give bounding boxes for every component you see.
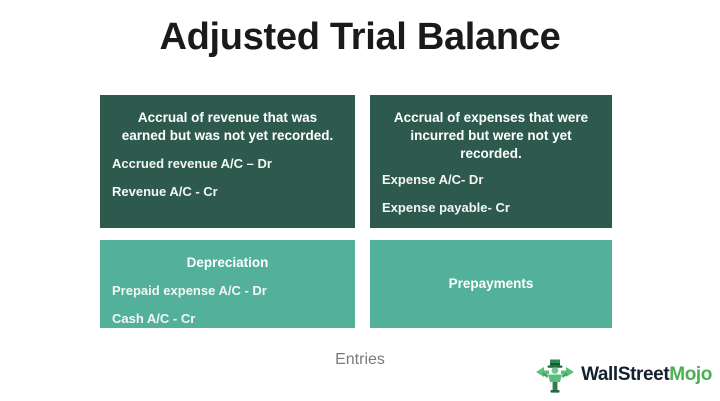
entry-card-heading: Accrual of revenue that was earned but w… — [121, 110, 334, 143]
entry-card-body: Accrual of revenue that was earned but w… — [100, 95, 355, 228]
wallstreetmojo-mascot-icon — [536, 359, 575, 393]
logo-text-secondary: Mojo — [669, 364, 712, 385]
entry-card-heading: Accrual of expenses that were incurred b… — [393, 110, 589, 161]
entry-card-heading: Prepayments — [448, 276, 534, 291]
entry-card-body: Prepayments — [370, 240, 612, 328]
page-title: Adjusted Trial Balance — [159, 16, 561, 58]
diagram-caption: Entries — [335, 351, 385, 368]
entry-card-body: Depreciation Prepaid expense A/C - Dr Ca… — [100, 240, 355, 328]
entry-card-line: Expense payable- Cr — [382, 200, 510, 215]
logo-text-primary: WallStreet — [581, 364, 670, 385]
entry-card-line: Accrued revenue A/C – Dr — [112, 156, 272, 171]
entry-card-accrued-revenue[interactable]: Accrual of revenue that was earned but w… — [100, 95, 355, 228]
wallstreetmojo-wordmark: WallStreetMojo — [581, 364, 712, 386]
entry-card-body: Accrual of expenses that were incurred b… — [370, 95, 612, 228]
entries-grid: Accrual of revenue that was earned but w… — [100, 95, 612, 328]
entry-card-line: Cash A/C - Cr — [112, 311, 196, 326]
wallstreetmojo-logo[interactable]: WallStreetMojo — [534, 355, 712, 395]
entry-card-heading: Depreciation — [186, 255, 269, 270]
entry-card-line: Prepaid expense A/C - Dr — [112, 283, 267, 298]
entry-card-line: Expense A/C- Dr — [382, 172, 484, 187]
entry-card-prepayments[interactable]: Prepayments — [370, 240, 612, 328]
entry-card-line: Revenue A/C - Cr — [112, 184, 218, 199]
entry-card-depreciation[interactable]: Depreciation Prepaid expense A/C - Dr Ca… — [100, 240, 355, 328]
entry-card-accrued-expenses[interactable]: Accrual of expenses that were incurred b… — [370, 95, 612, 228]
